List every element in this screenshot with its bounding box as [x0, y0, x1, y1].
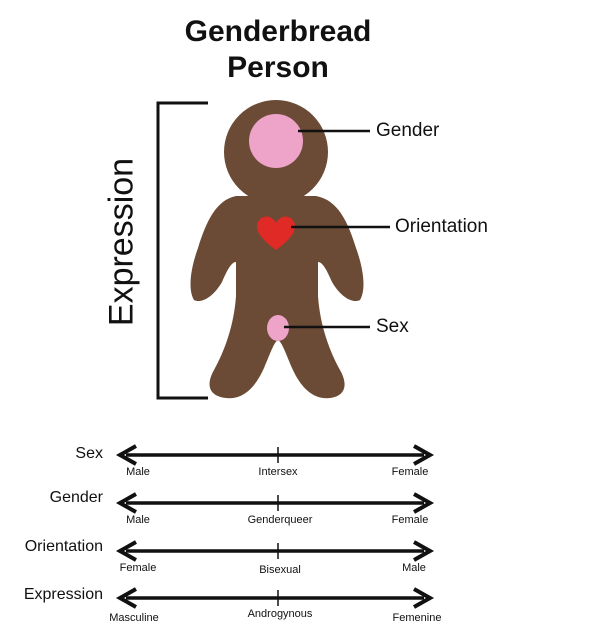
heart-icon	[256, 216, 296, 250]
scale-expression-right: Femenine	[392, 612, 442, 624]
scale-arrows	[115, 444, 435, 609]
scale-arrowhead-left-gender	[115, 492, 137, 514]
scale-name-gender: Gender	[49, 489, 103, 506]
scale-arrowhead-left-orientation	[115, 540, 137, 562]
scale-sex-left: Male	[126, 466, 150, 478]
scale-name-orientation: Orientation	[24, 538, 103, 555]
scale-arrowhead-left-sex	[115, 444, 137, 466]
scale-expression-left: Masculine	[109, 612, 159, 624]
scale-expression-middle: Androgynous	[247, 608, 313, 620]
page-title: Genderbread Person	[184, 15, 372, 84]
scale-sex-right: Female	[391, 466, 429, 478]
scale-gender-left: Male	[126, 514, 150, 526]
scale-orientation-left: Female	[119, 562, 157, 574]
scale-orientation-middle: Bisexual	[259, 564, 301, 576]
scale-arrowhead-right-gender	[413, 492, 435, 514]
scale-gender-right: Female	[391, 514, 429, 526]
orientation-label: Orientation	[395, 216, 488, 237]
expression-vertical-label: Expression	[102, 157, 141, 327]
gender-label: Gender	[376, 120, 440, 141]
scale-orientation-right: Male	[402, 562, 426, 574]
scale-arrowhead-right-expression	[413, 587, 435, 609]
scale-arrowhead-left-expression	[115, 587, 137, 609]
expression-bracket	[156, 101, 208, 400]
sex-spot	[267, 315, 289, 341]
scale-name-expression: Expression	[23, 586, 103, 603]
scale-gender-middle: Genderqueer	[247, 514, 313, 526]
scale-arrowhead-right-sex	[413, 444, 435, 466]
scale-arrowhead-right-orientation	[413, 540, 435, 562]
scale-sex-middle: Intersex	[258, 466, 298, 478]
gender-spot	[249, 114, 303, 168]
scale-name-sex: Sex	[75, 445, 103, 462]
sex-label: Sex	[376, 316, 409, 337]
